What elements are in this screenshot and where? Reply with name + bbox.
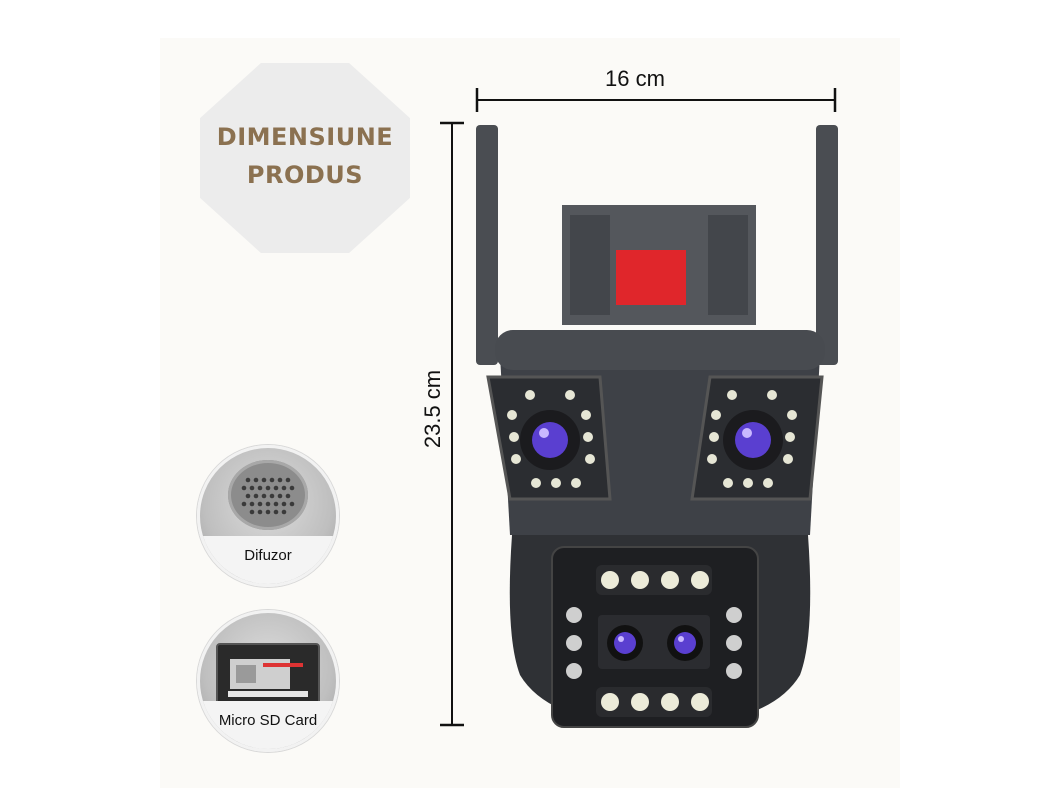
badge-line-2: PRODUS (246, 161, 364, 189)
speaker-icon (228, 460, 308, 530)
left-camera-icon (486, 375, 612, 501)
camera-illustration (476, 125, 838, 728)
speaker-label: Difuzor (200, 536, 336, 584)
speaker-thumbnail: Difuzor (197, 445, 339, 587)
sd-card-thumbnail: Micro SD Card (197, 610, 339, 752)
right-camera-icon (690, 375, 824, 501)
height-label: 23.5 cm (420, 369, 445, 449)
sd-card-label: Micro SD Card (200, 701, 336, 749)
red-clip-icon (616, 250, 686, 305)
width-label: 16 cm (605, 66, 665, 91)
dual-lens-icon (607, 625, 703, 661)
sd-card-icon (216, 643, 320, 705)
badge-text: DIMENSIUNE PRODUS (200, 118, 410, 194)
right-antenna-icon (816, 125, 838, 365)
left-antenna-icon (476, 125, 498, 365)
badge-line-1: DIMENSIUNE (216, 123, 394, 151)
dimension-badge (200, 63, 410, 253)
